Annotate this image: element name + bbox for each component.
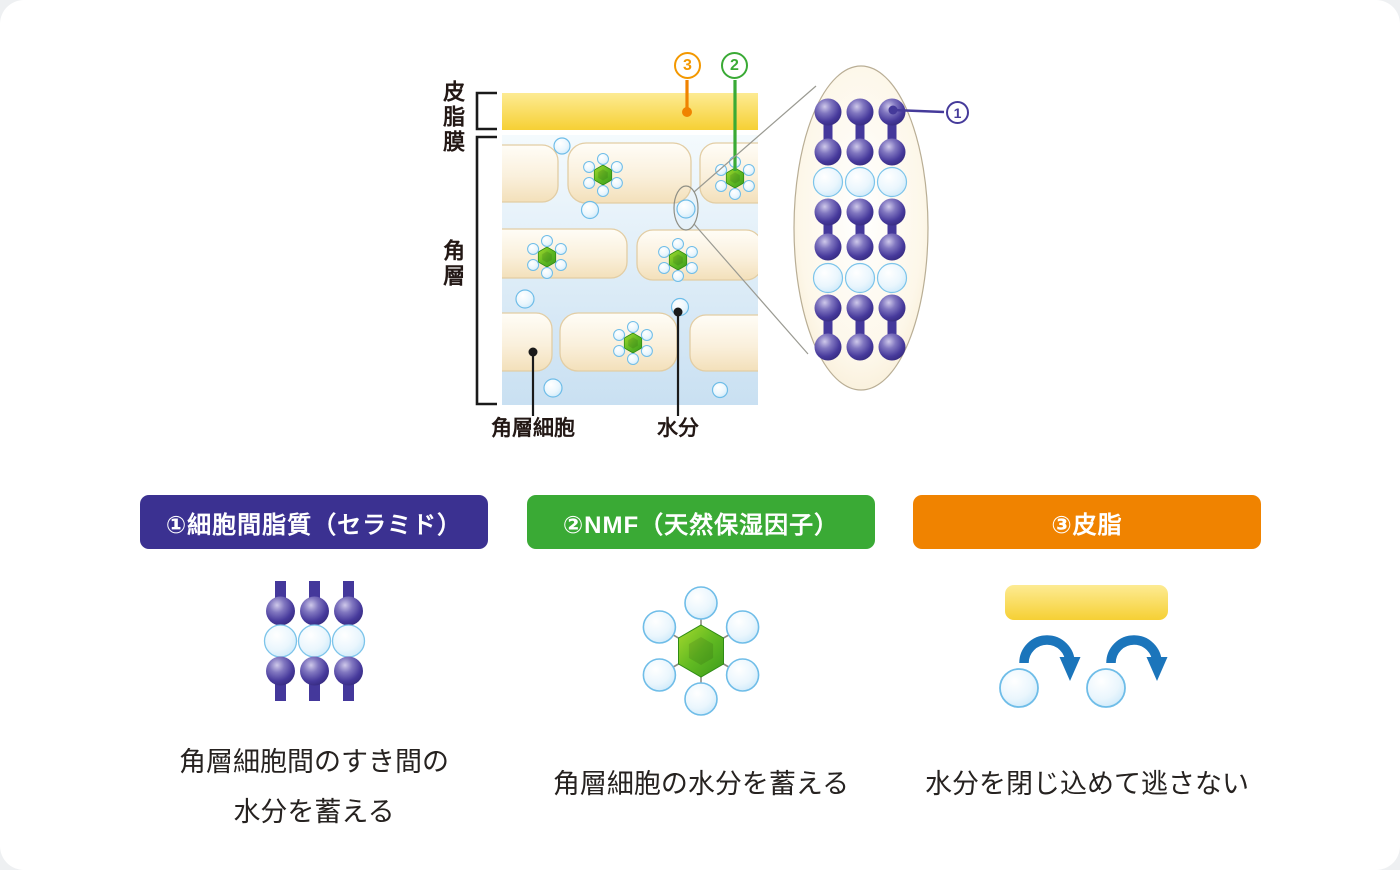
water-droplets [515, 137, 729, 399]
corneocyte-label: 角層細胞 [491, 417, 575, 440]
magnifier-line-top [693, 85, 817, 193]
callout-1-line [888, 105, 945, 115]
ceramide-badge: ①細胞間脂質（セラミド） [140, 495, 488, 549]
escaping-water-droplets [998, 668, 1126, 708]
corneocyte-cell [689, 314, 758, 372]
sebum-film-bracket [475, 91, 497, 131]
corneocyte-cell [636, 229, 758, 281]
magnified-lamella-oval [793, 65, 929, 391]
corneocyte-cell [559, 312, 678, 372]
magnifier-line-bottom [693, 223, 809, 355]
callout-3-circle: 3 [674, 52, 701, 79]
ceramide-lamella-icon [263, 581, 365, 701]
corneocyte-cell [567, 142, 692, 204]
bounce-arrows [1018, 635, 1167, 681]
magnifier-source-oval [673, 185, 699, 231]
column-nmf: ②NMF（天然保湿因子） [527, 495, 875, 809]
callout-2-circle: 2 [721, 52, 748, 79]
corneocyte-pointer-dot [528, 347, 538, 357]
sebum-barrier-icon [998, 585, 1168, 708]
column-ceramide: ①細胞間脂質（セラミド） [140, 495, 488, 837]
column-sebum: ③皮脂 水分を閉じ [913, 495, 1261, 809]
sebum-bar [1004, 585, 1168, 620]
callout-3-line [682, 80, 692, 117]
brackets [475, 91, 497, 406]
moisture-label: 水分 [657, 417, 699, 440]
sebum-description: 水分を閉じ込めて逃さない [925, 769, 1249, 799]
nmf-badge: ②NMF（天然保湿因子） [527, 495, 875, 549]
corneocyte-cell [502, 312, 553, 372]
moisture-pointer-dot [673, 307, 683, 317]
callout-1-circle: 1 [946, 101, 969, 124]
stratum-corneum-region [502, 135, 758, 405]
stratum-corneum-label: 角層 [440, 239, 466, 289]
pointer-lines [531, 312, 680, 416]
corneocyte-cell [502, 144, 559, 203]
sebum-film-band [502, 93, 758, 130]
sebum-badge: ③皮脂 [913, 495, 1261, 549]
skin-cross-section-illustration [475, 65, 945, 416]
stratum-corneum-bracket [475, 135, 497, 406]
sebum-film-label: 皮脂膜 [440, 80, 466, 155]
nmf-molecule-icon [642, 586, 760, 716]
ceramide-description: 角層細胞間のすき間の 水分を蓄える [179, 747, 449, 827]
nmf-description: 角層細胞の水分を蓄える [552, 769, 850, 799]
